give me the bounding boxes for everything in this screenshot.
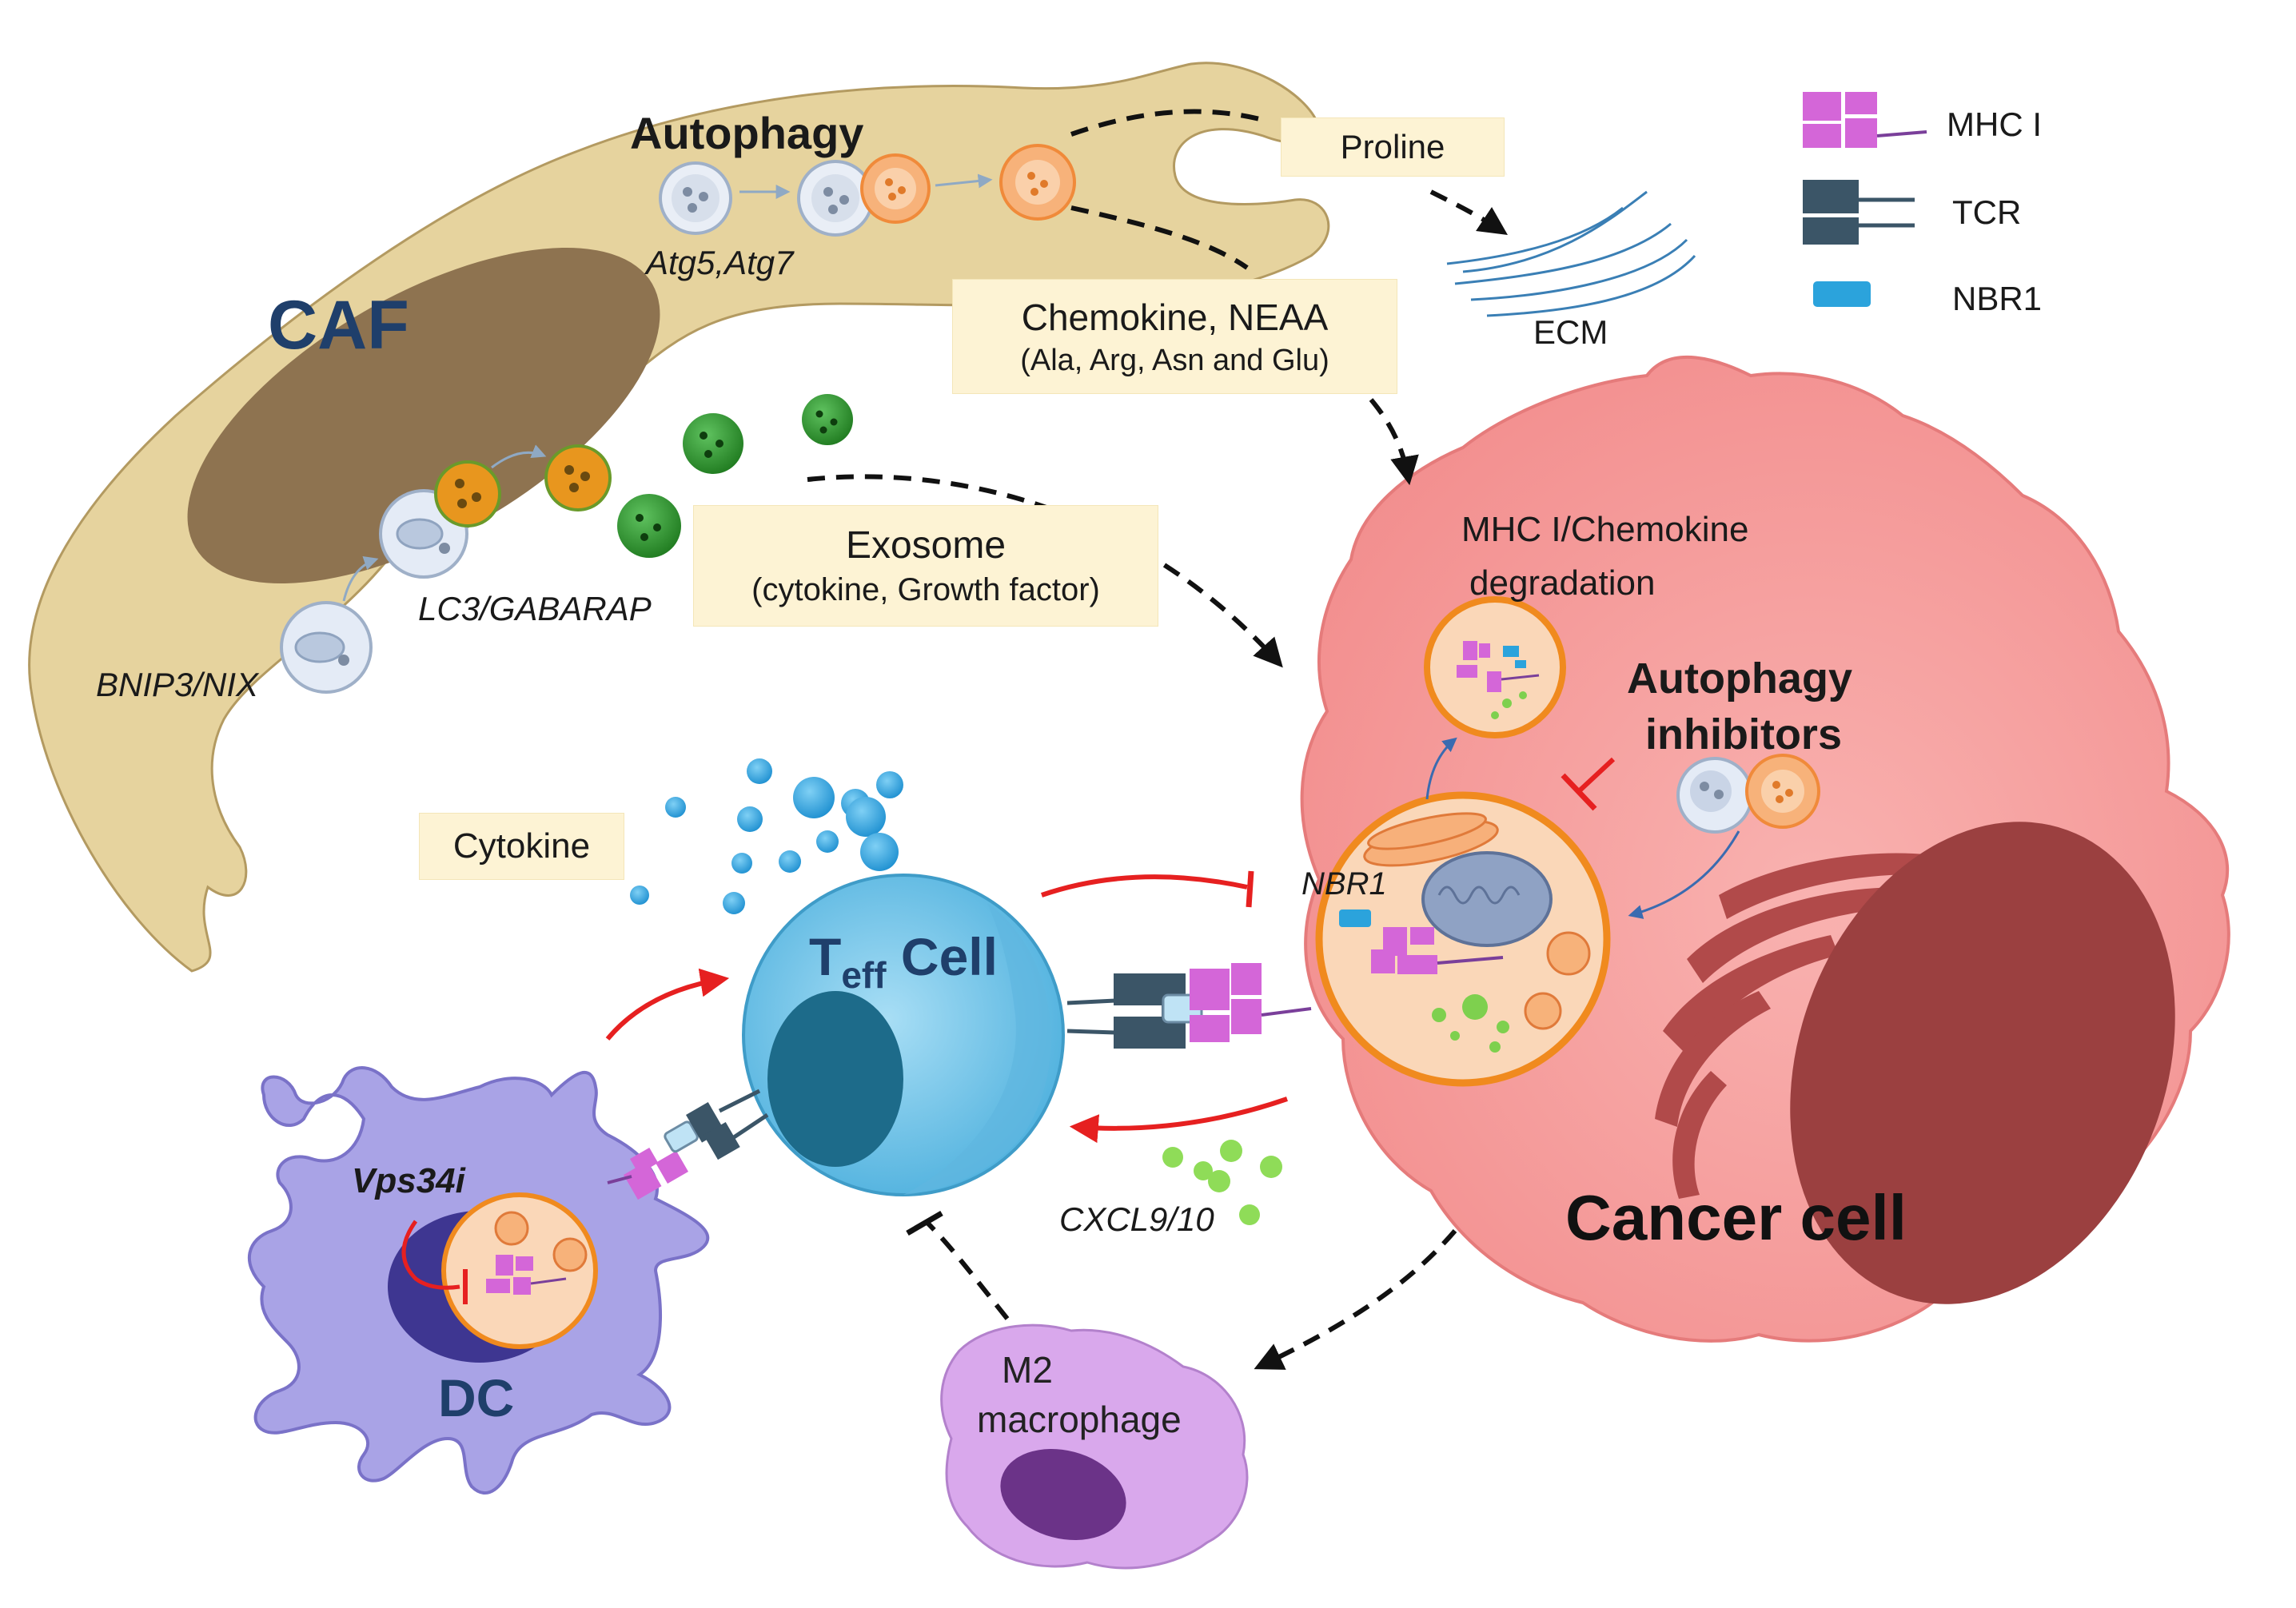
degradation-label-line1: MHC I/Chemokine xyxy=(1461,510,1749,549)
teff-inhibition-path xyxy=(1041,874,1248,898)
cancer-nbr1-label: NBR1 xyxy=(1301,866,1387,902)
caf-autophagy-vesicle-1 xyxy=(659,161,732,235)
exosome-2 xyxy=(802,394,853,445)
cytokine-label: Cytokine xyxy=(452,826,591,866)
autophagy-inhibition-line xyxy=(1577,757,1616,794)
teff-nucleus xyxy=(767,991,903,1167)
cancer-autolysosome-large xyxy=(1315,791,1611,1087)
cytokine-box: Cytokine xyxy=(420,814,624,879)
teff-inhibition-bar xyxy=(1246,870,1254,908)
teff-suffix: Cell xyxy=(886,927,998,986)
inhibitor-autophagosome xyxy=(1676,757,1753,834)
caf-title: CAF xyxy=(268,287,409,364)
caf-mitophagy-arrow-1 xyxy=(342,556,379,602)
exosome-subtitle: (cytokine, Growth factor) xyxy=(751,572,1100,607)
dc-title: DC xyxy=(438,1368,515,1427)
autophagy-inhibitors-line1: Autophagy xyxy=(1627,655,1852,703)
caf-to-chemokine-dashed-arrow xyxy=(1070,205,1249,270)
caf-autophagy-vesicle-2 xyxy=(797,160,874,237)
inhibitor-lysosome xyxy=(1745,754,1820,829)
cancer-degradation-vesicle xyxy=(1424,596,1566,738)
caf-atg-label: Atg5,Atg7 xyxy=(646,244,794,281)
legend-nbr1-symbol xyxy=(1813,281,1871,307)
ecm-label: ECM xyxy=(1533,313,1608,351)
teff-cell-shading xyxy=(903,903,1051,1195)
teff-subscript: eff xyxy=(841,954,887,996)
cancer-nucleus xyxy=(1790,822,2175,1304)
m2-label-line2: macrophage xyxy=(977,1399,1182,1440)
cxcl-arrow xyxy=(1069,1097,1288,1144)
exosome-title: Exosome xyxy=(845,524,1006,567)
chemokine-neaa-box: Chemokine, NEAA (Ala, Arg, Asn and Glu) xyxy=(953,280,1397,393)
exosome-3 xyxy=(617,494,681,558)
m2-inhibition-dashed-path xyxy=(925,1220,1010,1320)
caf-autolysosome-2 xyxy=(999,144,1076,221)
dc-teff-synapse xyxy=(607,1089,769,1200)
legend-tcr-label: TCR xyxy=(1952,193,2022,231)
caf-autophagy-arrow-2 xyxy=(935,173,993,189)
autophagy-inhibition-bar xyxy=(1561,773,1597,811)
legend-tcr-symbol xyxy=(1803,180,1915,245)
legend-mhc-label: MHC I xyxy=(1947,105,2042,143)
legend-nbr1-label: NBR1 xyxy=(1952,280,2043,317)
proline-to-ecm-dashed-arrow xyxy=(1429,189,1508,235)
exosome-box: Exosome (cytokine, Growth factor) xyxy=(694,506,1158,626)
ecm-fibers xyxy=(1446,190,1696,317)
caf-nucleus xyxy=(187,248,660,583)
teff-cancer-synapse xyxy=(1066,963,1312,1049)
dc-drug-label: Vps34i xyxy=(352,1161,465,1200)
chemokine-to-cancer-dashed-arrow xyxy=(1369,398,1419,486)
m2-nucleus xyxy=(1000,1448,1126,1541)
legend-mhc-symbol xyxy=(1803,92,1927,148)
cancer-to-m2-dashed-arrow xyxy=(1254,1229,1457,1370)
chemokine-neaa-subtitle: (Ala, Arg, Asn and Glu) xyxy=(1020,343,1329,377)
teff-main-letter: T xyxy=(809,927,842,986)
cancer-endoplasmic-reticulum xyxy=(1655,853,1935,1199)
exosome-1 xyxy=(683,413,743,474)
degradation-label-line2: degradation xyxy=(1469,563,1656,603)
dc-autolysosome xyxy=(441,1192,598,1349)
dc-activation-arrow xyxy=(605,968,730,1041)
proline-label: Proline xyxy=(1340,128,1445,165)
caf-autolysosome-1 xyxy=(860,153,931,224)
cancer-cell-title: Cancer cell xyxy=(1565,1182,1907,1253)
caf-bnip3-label: BNIP3/NIX xyxy=(96,666,259,703)
autophagy-inhibitors-line2: inhibitors xyxy=(1645,710,1842,758)
caf-to-proline-dashed-arrow xyxy=(1070,109,1264,137)
caf-mitolysosome-2 xyxy=(544,444,612,511)
caf-autophagy-label: Autophagy xyxy=(630,108,864,158)
degradation-arrow xyxy=(1425,737,1457,800)
proline-box: Proline xyxy=(1282,118,1504,176)
inhibitor-to-autolysosome-arrow xyxy=(1628,830,1740,919)
caf-mitophagy-arrow-2 xyxy=(491,444,547,469)
cxcl-chemokine-dots xyxy=(1162,1140,1282,1225)
cytokine-bubbles xyxy=(630,758,903,914)
caf-lc3-label: LC3/GABARAP xyxy=(418,590,652,627)
caf-mitolysosome-1 xyxy=(434,460,501,527)
m2-label-line1: M2 xyxy=(1002,1349,1053,1391)
cxcl-label: CXCL9/10 xyxy=(1059,1200,1214,1238)
caf-mitophagy-vesicle-1 xyxy=(280,601,373,694)
vps34i-inhibition-path xyxy=(401,1220,460,1290)
chemokine-neaa-title: Chemokine, NEAA xyxy=(1021,296,1329,338)
m2-inhibition-bar xyxy=(906,1210,943,1236)
teff-cell-title: Teff Cell xyxy=(809,927,998,996)
